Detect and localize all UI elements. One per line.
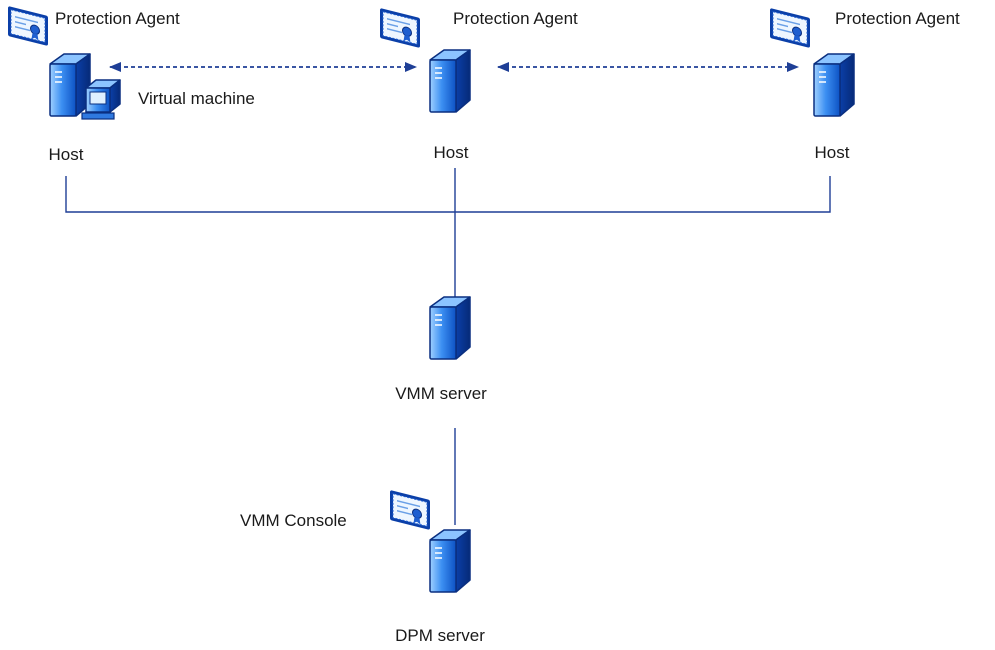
host-label-right: Host xyxy=(814,143,850,162)
virtual-machine-label: Virtual machine xyxy=(138,89,255,108)
connection-lines xyxy=(65,168,831,525)
host-bus-line xyxy=(65,176,831,213)
dpm-server-node xyxy=(389,489,471,593)
agent-label-center: Protection Agent xyxy=(453,9,578,28)
agent-label-left: Protection Agent xyxy=(55,9,180,28)
server-tower-icon xyxy=(49,53,91,117)
certificate-icon xyxy=(769,7,811,49)
server-tower-icon xyxy=(429,49,471,113)
virtual-machine-icon xyxy=(81,79,121,120)
agent-label-right: Protection Agent xyxy=(835,9,960,28)
certificate-icon xyxy=(389,489,431,531)
vmm-console-label: VMM Console xyxy=(240,511,347,530)
server-tower-icon xyxy=(429,296,471,360)
server-tower-icon xyxy=(813,53,855,117)
dpm-server-label: DPM server xyxy=(395,626,485,645)
certificate-icon xyxy=(379,7,421,49)
host-label-left: Host xyxy=(48,145,84,164)
certificate-icon xyxy=(7,5,49,47)
server-tower-icon xyxy=(429,529,471,593)
host-label-center: Host xyxy=(433,143,469,162)
vmm-server-node xyxy=(429,296,471,360)
vmm-server-label: VMM server xyxy=(395,384,487,403)
